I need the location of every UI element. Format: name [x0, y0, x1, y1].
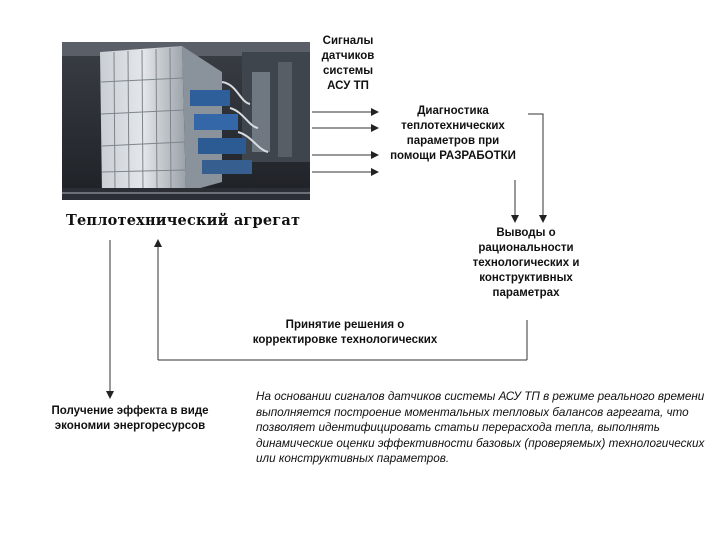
label-line: рациональности: [478, 242, 574, 254]
label-line: датчиков: [321, 50, 375, 62]
label-sensor-signals: Сигналы датчиков системы АСУ ТП: [308, 34, 388, 94]
label-decision: Принятие решения о корректировке техноло…: [232, 318, 458, 348]
label-line: экономии энергоресурсов: [54, 420, 206, 432]
label-effect: Получение эффекта в виде экономии энерго…: [40, 404, 220, 434]
label-line: Получение эффекта в виде: [51, 405, 209, 417]
label-line: АСУ ТП: [327, 80, 369, 92]
label-line: Диагностика: [417, 105, 489, 117]
furnace-illustration: [62, 42, 310, 200]
label-conclusions: Выводы о рациональности технологических …: [452, 226, 600, 301]
label-line: технологических и: [472, 257, 580, 269]
label-line: Выводы о: [496, 227, 556, 239]
label-line: параметров при: [406, 135, 500, 147]
label-line: Принятие решения о: [285, 319, 405, 331]
label-line: параметрах: [492, 287, 560, 299]
label-line: конструктивных: [479, 272, 573, 284]
arrow-side-down: [528, 113, 547, 223]
unit-caption: Теплотехнический агрегат: [66, 212, 301, 229]
label-line: Сигналы: [322, 35, 374, 47]
label-line: корректировке технологических: [252, 334, 438, 346]
furnace-photo: [62, 42, 310, 200]
label-line: системы: [322, 65, 374, 77]
description-text: На основании сигналов датчиков системы А…: [256, 390, 705, 466]
label-line: теплотехнических: [401, 120, 505, 132]
label-diagnostics: Диагностика теплотехнических параметров …: [378, 104, 528, 164]
label-line: помощи РАЗРАБОТКИ: [390, 150, 516, 162]
